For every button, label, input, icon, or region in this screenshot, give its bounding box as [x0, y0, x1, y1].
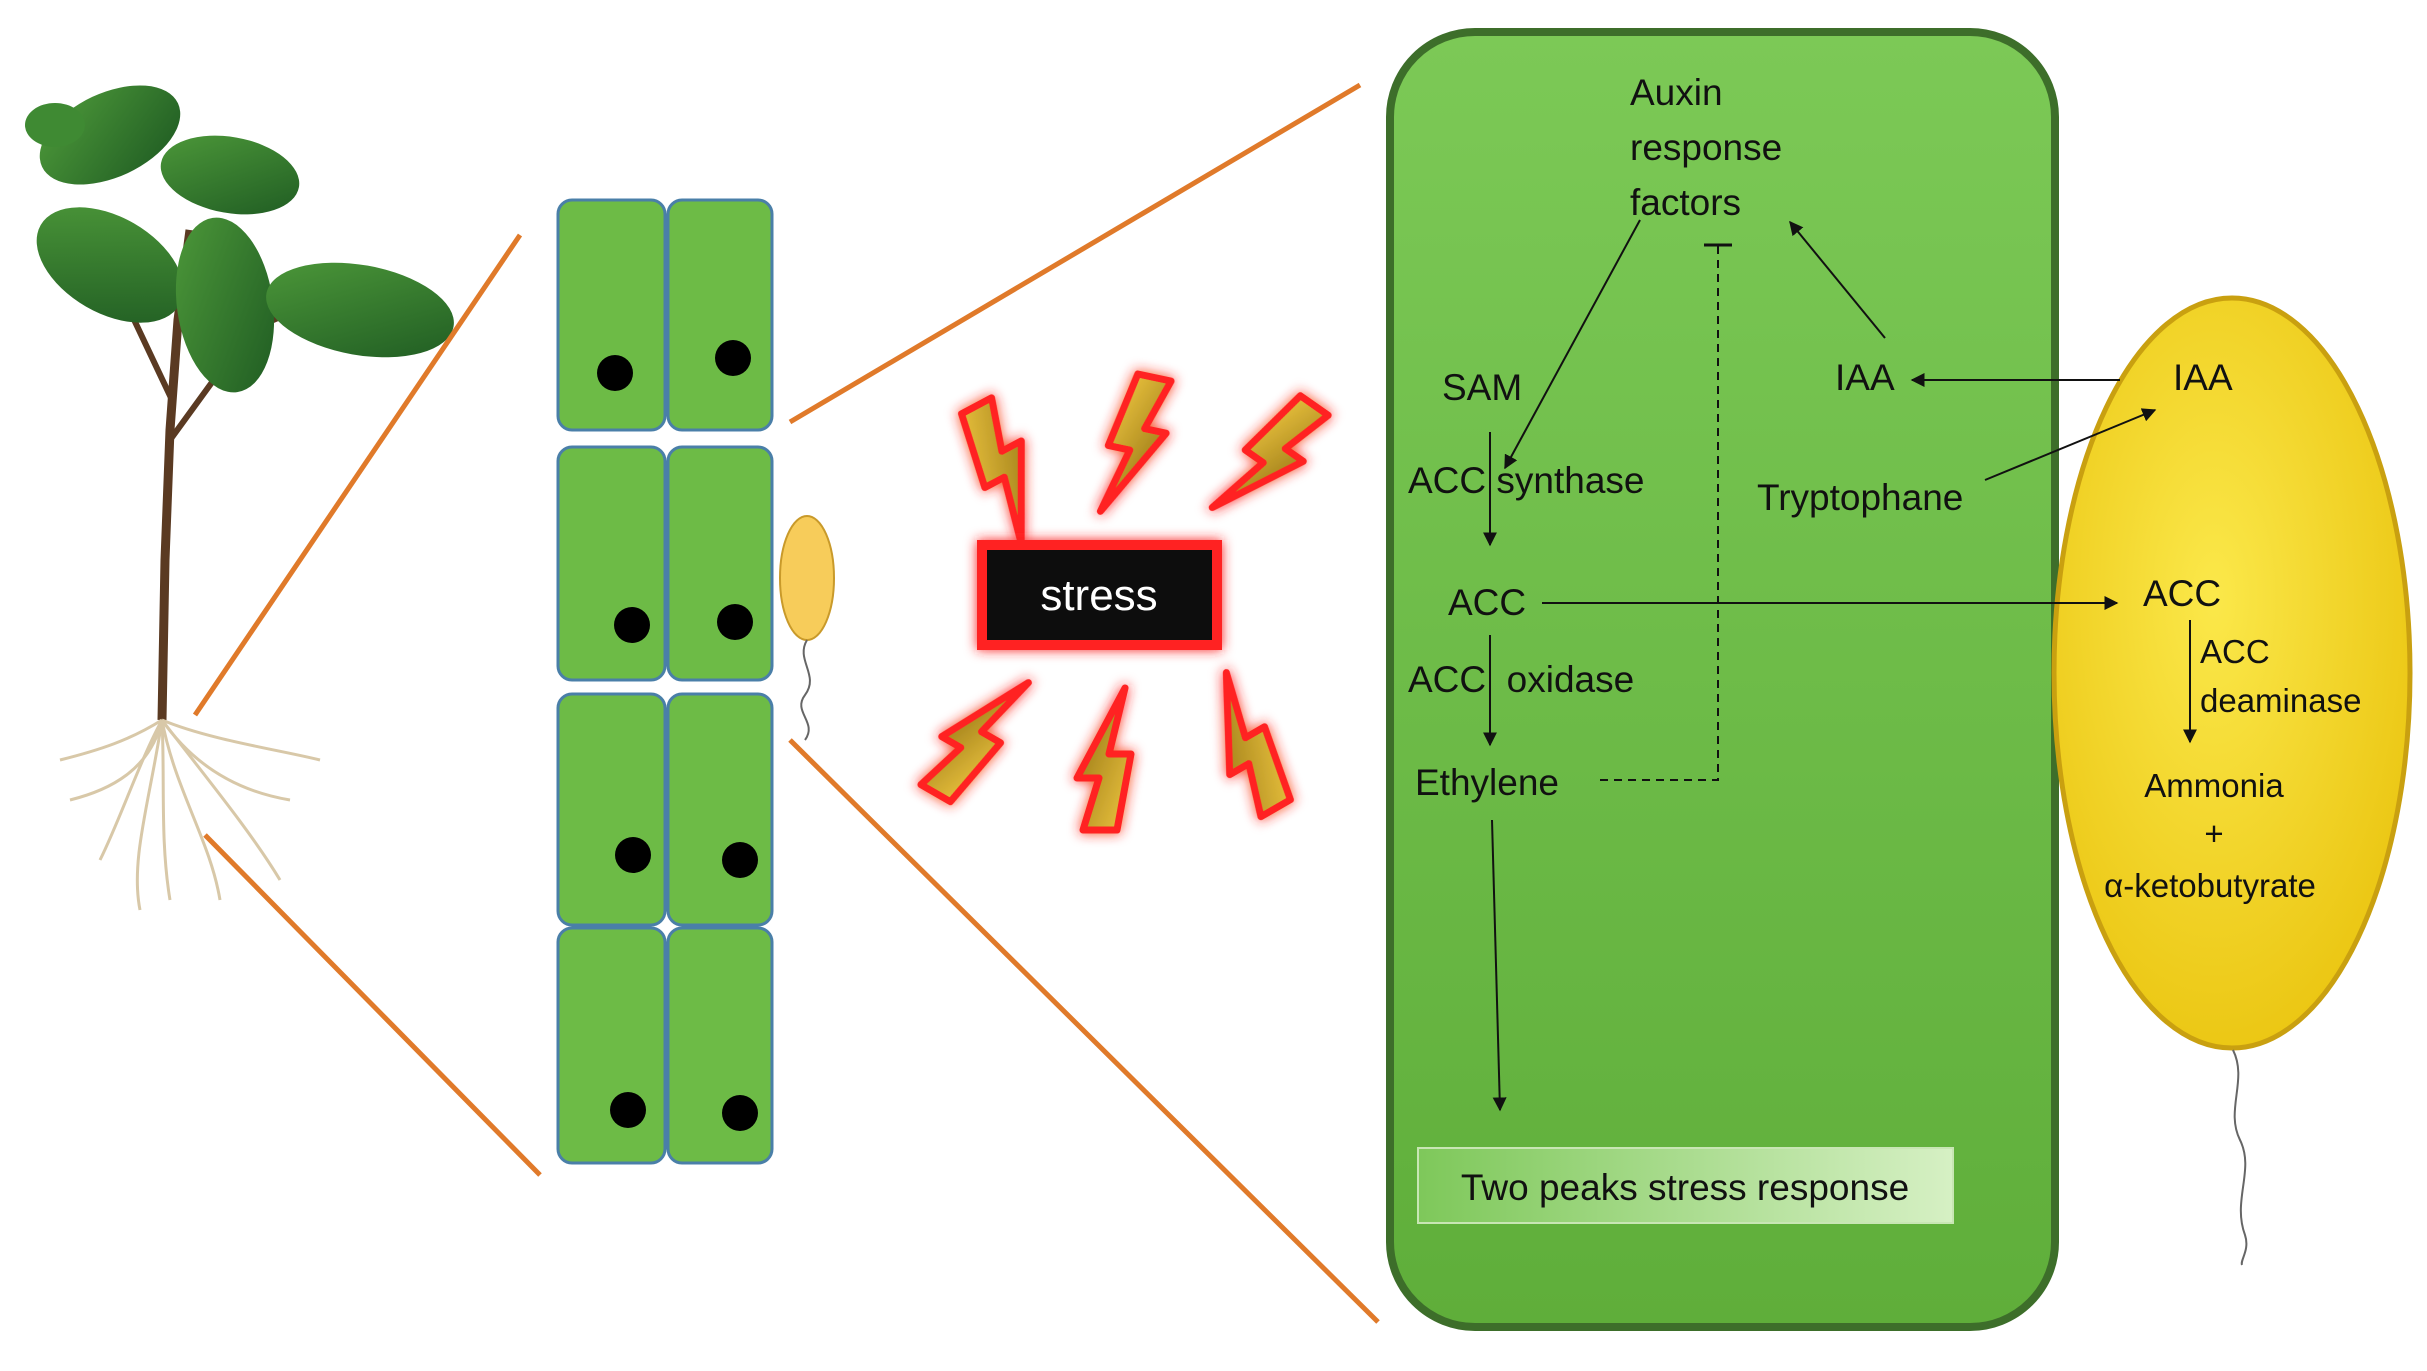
cell-nucleus: [717, 604, 753, 640]
ethylene-label: Ethylene: [1415, 762, 1559, 803]
bacterium: [2051, 295, 2413, 1051]
cell-nucleus: [715, 340, 751, 376]
root-cell: [666, 445, 774, 682]
root-cell: [666, 198, 774, 432]
ammonia-label: Ammonia: [2144, 767, 2284, 804]
cell-nucleus: [597, 355, 633, 391]
stress-bolts: [917, 370, 1332, 834]
leaf: [160, 135, 300, 215]
zoom-line: [203, 833, 542, 1177]
lightning-bolt-icon: [1208, 392, 1332, 512]
cell-nucleus: [722, 1095, 758, 1131]
bacterium-flagellum: [2232, 1049, 2248, 1266]
arf-label-line2: response: [1630, 127, 1782, 168]
root-cell: [556, 926, 667, 1165]
outcome-label: Two peaks stress response: [1461, 1167, 1909, 1208]
outcome-box: Two peaks stress response: [1417, 1147, 1954, 1224]
plant-cell-labels: Auxin response factors SAM ACC synthase …: [1408, 72, 1963, 803]
acc-deaminase-line2: deaminase: [2200, 682, 2361, 719]
stress-badge: stress: [977, 540, 1222, 650]
ketobutyrate-label: α-ketobutyrate: [2104, 867, 2316, 904]
lightning-bolt-icon: [917, 679, 1032, 806]
arrow-iaa-to-arf: [1789, 220, 1886, 339]
plant-acc-label: ACC: [1448, 582, 1526, 623]
root-cell: [556, 445, 667, 682]
lightning-bolt-icon: [958, 394, 1025, 547]
bacterial-iaa-label: IAA: [2173, 357, 2233, 398]
zoom-line: [788, 82, 1362, 425]
acc-deaminase-line1: ACC: [2200, 633, 2270, 670]
tryptophane-label: Tryptophane: [1757, 477, 1963, 518]
lightning-bolt-icon: [1096, 370, 1175, 515]
cell-nucleus: [610, 1092, 646, 1128]
lightning-bolt-icon: [1073, 684, 1135, 834]
zoom-line: [788, 738, 1380, 1324]
leaf: [36, 207, 184, 323]
leaf: [175, 217, 275, 393]
stress-label: stress: [1040, 571, 1157, 620]
bacterium-labels: IAA ACC ACC deaminase Ammonia + α-ketobu…: [2104, 357, 2361, 904]
root-cell: [556, 692, 667, 927]
cell-nucleus: [615, 837, 651, 873]
leaf: [25, 103, 85, 147]
root-cell: [666, 692, 774, 927]
small-bacterium: [779, 515, 835, 641]
root-cell: [556, 198, 667, 432]
root-cell-column: [556, 198, 774, 1165]
bacterial-acc-label: ACC: [2143, 573, 2221, 614]
sam-label: SAM: [1442, 367, 1522, 408]
root-cell: [666, 926, 774, 1165]
plant-illustration: [25, 85, 454, 911]
acc-synthase-label: ACC synthase: [1408, 460, 1645, 501]
lightning-bolt-icon: [1222, 669, 1294, 821]
small-flagellum: [800, 639, 811, 741]
arrow-arf-to-acc-synthase: [1504, 219, 1641, 470]
arrow-ethylene-to-response: [1491, 819, 1507, 1112]
inhibition-line: [1600, 245, 1719, 781]
plant-iaa-label: IAA: [1835, 357, 1895, 398]
acc-oxidase-label: ACC oxidase: [1408, 659, 1634, 700]
zoom-line: [192, 233, 523, 717]
arrow-tryptophane-to-bacterial-iaa: [1984, 408, 2157, 481]
cell-nucleus: [722, 842, 758, 878]
plant-roots: [59, 718, 321, 911]
cell-nucleus: [614, 607, 650, 643]
pathway-arrows: [1483, 219, 2197, 1112]
leaf: [266, 262, 454, 358]
arf-label-line3: factors: [1630, 182, 1741, 223]
arf-label-line1: Auxin: [1630, 72, 1723, 113]
plus-label: +: [2204, 815, 2223, 852]
